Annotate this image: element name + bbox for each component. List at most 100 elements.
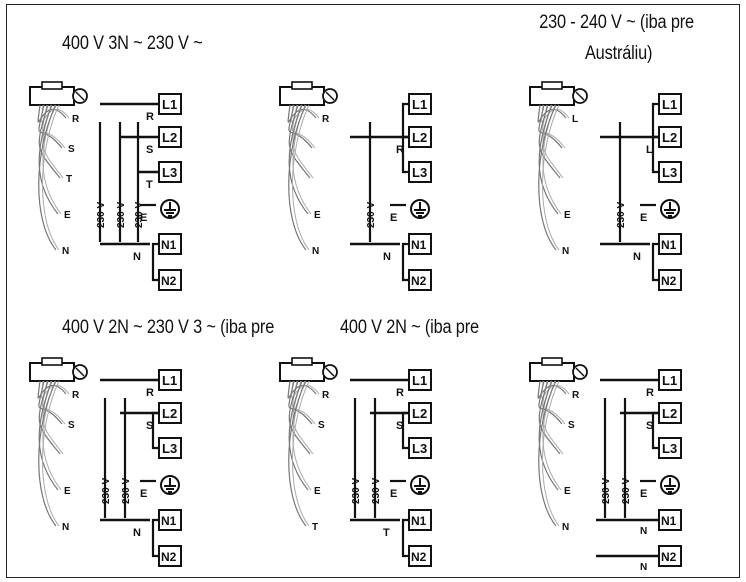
wire-label-e: E [564,486,571,497]
earth-label: E [390,212,397,224]
bridge-label-t: T [146,179,153,191]
voltage-label: 230 V [134,202,145,228]
terminal-label-l3: L3 [662,165,677,180]
terminal-n1 [658,509,682,531]
cable-wire-shadow [542,104,560,251]
terminal-label-l1: L1 [162,97,177,112]
wire-label-t: T [312,522,318,533]
terminal-label-n1: N1 [411,514,427,528]
cable-screw-slot [325,367,335,377]
wire-label-e: E [64,210,71,221]
wire-label-t: T [66,174,72,185]
voltage-label: 230 V [371,478,382,504]
wire-label-s: S [318,420,325,431]
cable-wire-shadow [292,104,310,251]
wire-label-s: S [68,144,75,155]
voltage-label: 230 V [96,202,107,228]
terminal-label-l1: L1 [412,97,427,112]
wire-label-r: R [572,390,580,401]
cable-wire [38,380,57,527]
terminal-label-n1: N1 [411,238,427,252]
wire-label-e: E [64,486,71,497]
bridge-label-r: R [396,387,404,399]
earth-label: E [640,212,647,224]
cable-wire [538,380,557,527]
terminal-label-l3: L3 [412,441,427,456]
earth-label: E [140,488,147,500]
terminal-label-l3: L3 [162,165,177,180]
wire-label-e: E [314,210,321,221]
wire-label-r: R [72,114,80,125]
terminal-label-n2: N2 [411,274,427,288]
terminal-label-l3: L3 [412,165,427,180]
cable-wire-shadow [542,380,560,527]
wire-label-n: N [312,246,319,257]
voltage-label: 230 V [601,478,612,504]
terminal-label-n2: N2 [411,550,427,564]
terminal-label-n2: N2 [661,274,677,288]
neutral-label: N [133,527,141,539]
wire-label-r: R [322,114,330,125]
bridge-label-s: S [146,420,153,432]
cable-wire-shadow [42,380,60,527]
cable-wire [38,104,57,251]
cable-connector-cap [541,81,563,90]
voltage-label: 230 V [351,478,362,504]
terminal-l3 [158,161,182,183]
voltage-label: 230 V [101,478,112,504]
voltage-label: 230 V [616,202,627,228]
terminal-label-n1: N1 [161,514,177,528]
cable-wire-shadow [292,380,310,527]
terminal-label-l1: L1 [662,373,677,388]
caption-230-240v-line1: 230 - 240 V ~ (iba pre [539,12,694,33]
bridge-label-r: R [146,387,154,399]
terminal-l2 [158,126,182,148]
cable-wire-shadow [42,104,60,251]
diagram-frame [6,4,740,578]
cable-screw-slot [75,91,85,101]
voltage-label: 230 V [121,478,132,504]
terminal-label-l1: L1 [662,97,677,112]
wire-label-s: S [68,420,75,431]
terminal-label-l2: L2 [662,406,677,421]
bridge-label-l: L [646,144,653,156]
terminal-label-n1: N1 [661,514,677,528]
caption-400v-3n: 400 V 3N ~ 230 V ~ [62,33,203,54]
earth-label: E [640,488,647,500]
terminal-label-n1: N1 [161,238,177,252]
terminal-link-n1-n2 [151,242,159,282]
voltage-label: 230 V [621,478,632,504]
caption-230-240v-line2: Austráliu) [584,43,652,64]
cable-screw-slot [575,91,585,101]
terminal-label-l3: L3 [162,441,177,456]
terminal-l1 [658,369,682,391]
voltage-label: 230 V [366,202,377,228]
wire-label-n: N [62,522,69,533]
earth-label: E [140,212,147,224]
cable-connector-cap [541,357,563,366]
cable-connector-cap [41,357,63,366]
terminal-label-l1: L1 [412,373,427,388]
wire-label-l: L [572,114,578,125]
wire-label-r: R [72,390,80,401]
terminal-link-n1-n2 [401,518,409,558]
cable-screw-slot [575,367,585,377]
neutral-label: N [640,526,647,537]
bridge-label-s: S [146,144,153,156]
cable-wire [538,104,557,251]
cable-screw-slot [325,91,335,101]
terminal-label-l2: L2 [162,406,177,421]
earth-label: E [390,488,397,500]
terminal-l1 [158,369,182,391]
terminal-label-l2: L2 [412,130,427,145]
cable-connector-cap [291,81,313,90]
terminal-label-l2: L2 [412,406,427,421]
terminal-label-l1: L1 [162,373,177,388]
caption-400v-2n: 400 V 2N ~ (iba pre [340,317,479,338]
